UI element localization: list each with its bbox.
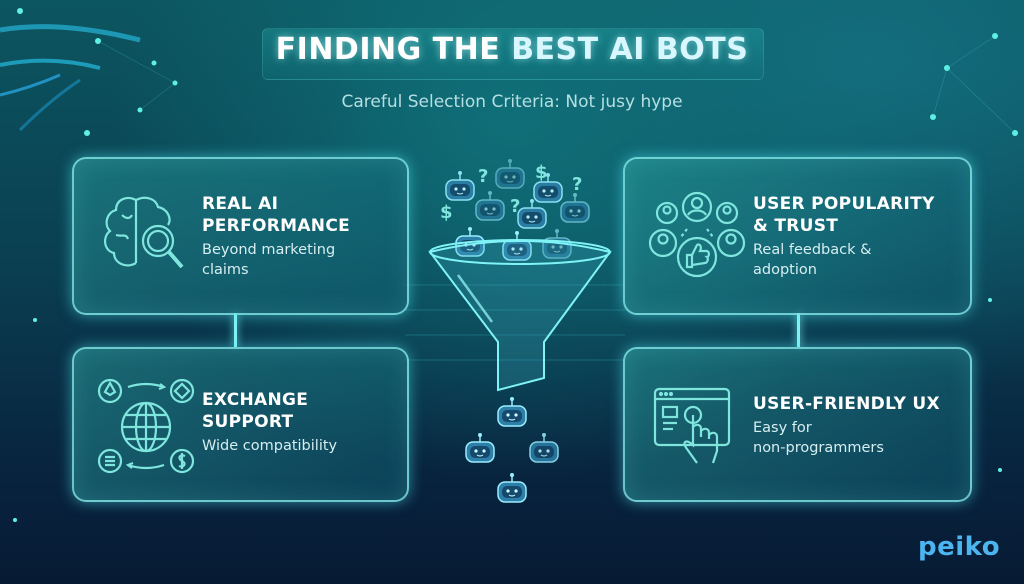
- card-description: Wide compatibility: [202, 438, 338, 454]
- title-panel: [262, 28, 764, 80]
- browser-tap-icon: [653, 387, 731, 464]
- floating-bots: ? ? ? $ $: [440, 162, 582, 223]
- card-heading: USER-FRIENDLY UX: [753, 394, 940, 414]
- users-thumbs-up-icon: [648, 191, 746, 278]
- brand-logo[interactable]: peiko: [918, 532, 1001, 562]
- svg-text:?: ?: [478, 166, 488, 187]
- card-heading: USER POPULARITY& TRUST: [753, 194, 935, 236]
- title-part-1: FINDING THE: [275, 32, 512, 67]
- page-subtitle: Careful Selection Criteria: Not jusy hyp…: [341, 92, 683, 112]
- card-description: Real feedback &adoption: [753, 242, 872, 278]
- title-part-2: BEST AI BOTS: [511, 32, 749, 67]
- connector-left: [234, 313, 237, 347]
- svg-text:$: $: [440, 202, 453, 223]
- brain-magnifier-icon: [104, 196, 184, 269]
- connector-right: [797, 313, 800, 347]
- globe-crypto-exchange-icon: [97, 378, 195, 474]
- svg-text:$: $: [535, 162, 548, 183]
- card-user-popularity-trust: USER POPULARITY& TRUST Real feedback &ad…: [623, 157, 972, 315]
- svg-text:?: ?: [572, 174, 582, 195]
- page-title: FINDING THE BEST AI BOTS: [0, 32, 1024, 67]
- funnel-graphic: ? ? ? $ $: [428, 158, 612, 503]
- svg-text:?: ?: [510, 196, 520, 217]
